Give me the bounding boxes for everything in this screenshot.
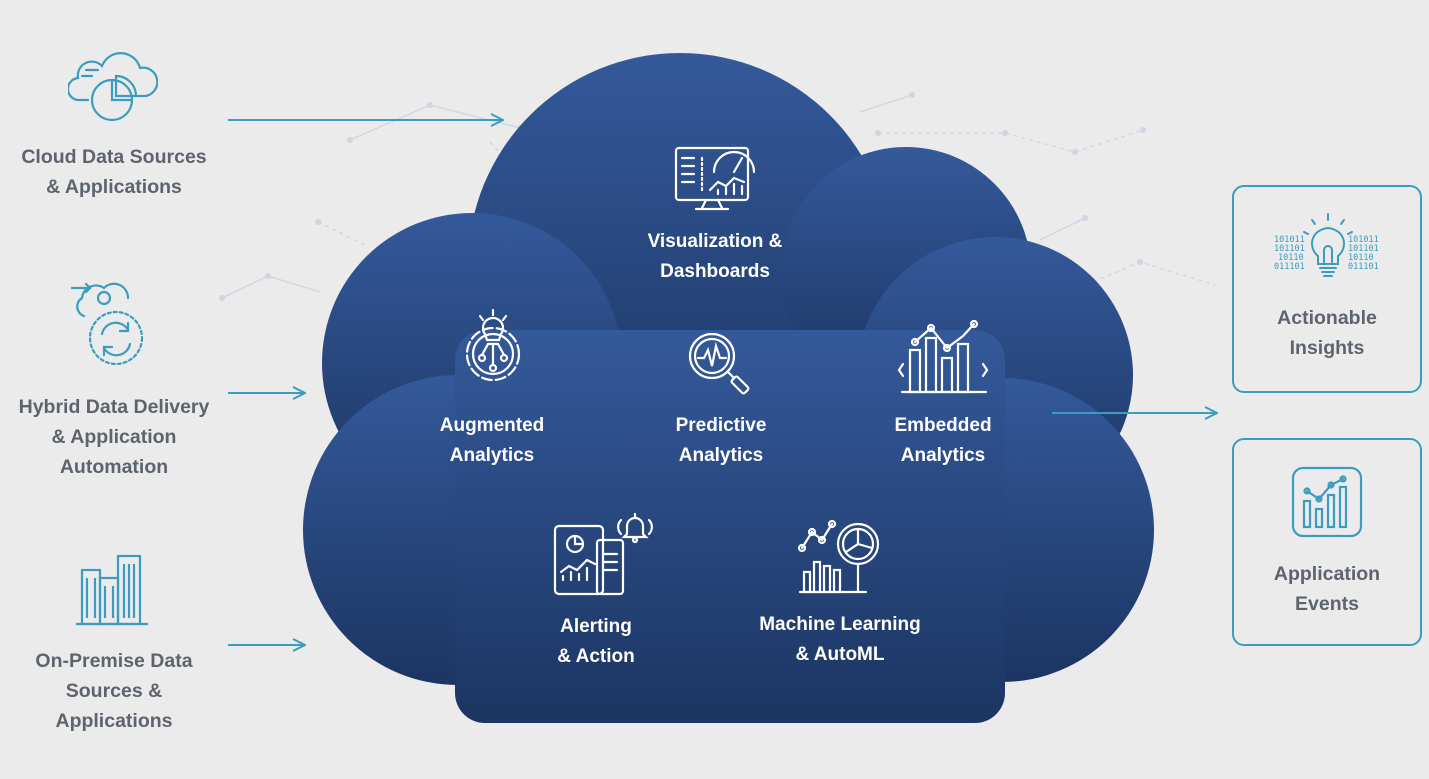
capability-label-embedded: Embedded Analytics (843, 411, 1043, 471)
binary-text: 011101 (1348, 262, 1379, 272)
binary-text: 101101 (1348, 244, 1379, 254)
capability-label-line: Analytics (678, 445, 764, 466)
binary-text: 10110 (1278, 253, 1304, 263)
capability-label-alerting: Alerting & Action (496, 612, 696, 672)
capability-label-line: Analytics (900, 445, 986, 466)
capability-label-viz: Visualization & Dashboards (600, 227, 830, 287)
capability-label-line: Analytics (449, 445, 535, 466)
flow-arrows (228, 120, 1217, 645)
source-label-line: Hybrid Data Delivery (18, 396, 210, 418)
capability-label-line: Dashboards (660, 261, 770, 282)
capability-label-line: & Action (557, 646, 635, 667)
capability-label-line: Predictive (675, 415, 767, 436)
source-label-cloud: Cloud Data Sources & Applications (0, 142, 228, 202)
output-box-insights (1232, 185, 1422, 393)
buildings-icon (76, 554, 148, 626)
capability-label-line: Visualization & (647, 231, 783, 252)
devices-bell-icon (553, 512, 653, 596)
chart-magnifier-icon (797, 519, 880, 594)
output-label-line: Events (1295, 593, 1359, 615)
capability-label-line: Embedded (894, 415, 992, 436)
gear-lightbulb-icon (465, 308, 521, 382)
source-label-line: Applications (55, 710, 173, 732)
capability-label-line: & AutoML (795, 644, 885, 665)
monitor-dashboard-icon (674, 146, 756, 211)
capability-label-line: Alerting (560, 616, 632, 637)
capability-label-line: Augmented (439, 415, 545, 436)
source-label-line: Automation (59, 456, 169, 478)
capability-label-augmented: Augmented Analytics (392, 411, 592, 471)
hybrid-sync-icon (70, 282, 144, 366)
binary-text: 011101 (1274, 262, 1305, 272)
source-label-line: On-Premise Data (35, 650, 193, 672)
source-label-onprem: On-Premise Data Sources & Applications (0, 646, 228, 736)
capability-label-ml: Machine Learning & AutoML (720, 610, 960, 670)
binary-text: 101011 (1274, 235, 1305, 245)
capability-label-predictive: Predictive Analytics (621, 411, 821, 471)
lightbulb-binary-icon: 101011 101101 10110 011101 101011 101101… (1274, 213, 1379, 277)
cloud-pie-chart-icon (68, 52, 158, 122)
output-label-line: Application (1273, 563, 1381, 585)
cloud-shape (303, 53, 1154, 723)
source-label-line: & Applications (46, 176, 182, 198)
output-label-events: Application Events (1232, 559, 1422, 619)
binary-text: 10110 (1348, 253, 1374, 263)
capability-label-line: Machine Learning (759, 614, 921, 635)
binary-text: 101011 (1348, 235, 1379, 245)
source-label-line: & Application (51, 426, 177, 448)
bar-chart-code-icon (897, 319, 989, 394)
source-label-line: Sources & (65, 680, 163, 702)
output-label-line: Insights (1289, 337, 1365, 359)
source-label-hybrid: Hybrid Data Delivery & Application Autom… (0, 392, 228, 482)
output-label-insights: Actionable Insights (1232, 303, 1422, 363)
output-label-line: Actionable (1277, 307, 1377, 329)
app-chart-icon (1291, 466, 1363, 538)
binary-text: 101101 (1274, 244, 1305, 254)
output-box-events (1232, 438, 1422, 646)
magnifier-pulse-icon (688, 332, 750, 395)
source-label-line: Cloud Data Sources (21, 146, 207, 168)
